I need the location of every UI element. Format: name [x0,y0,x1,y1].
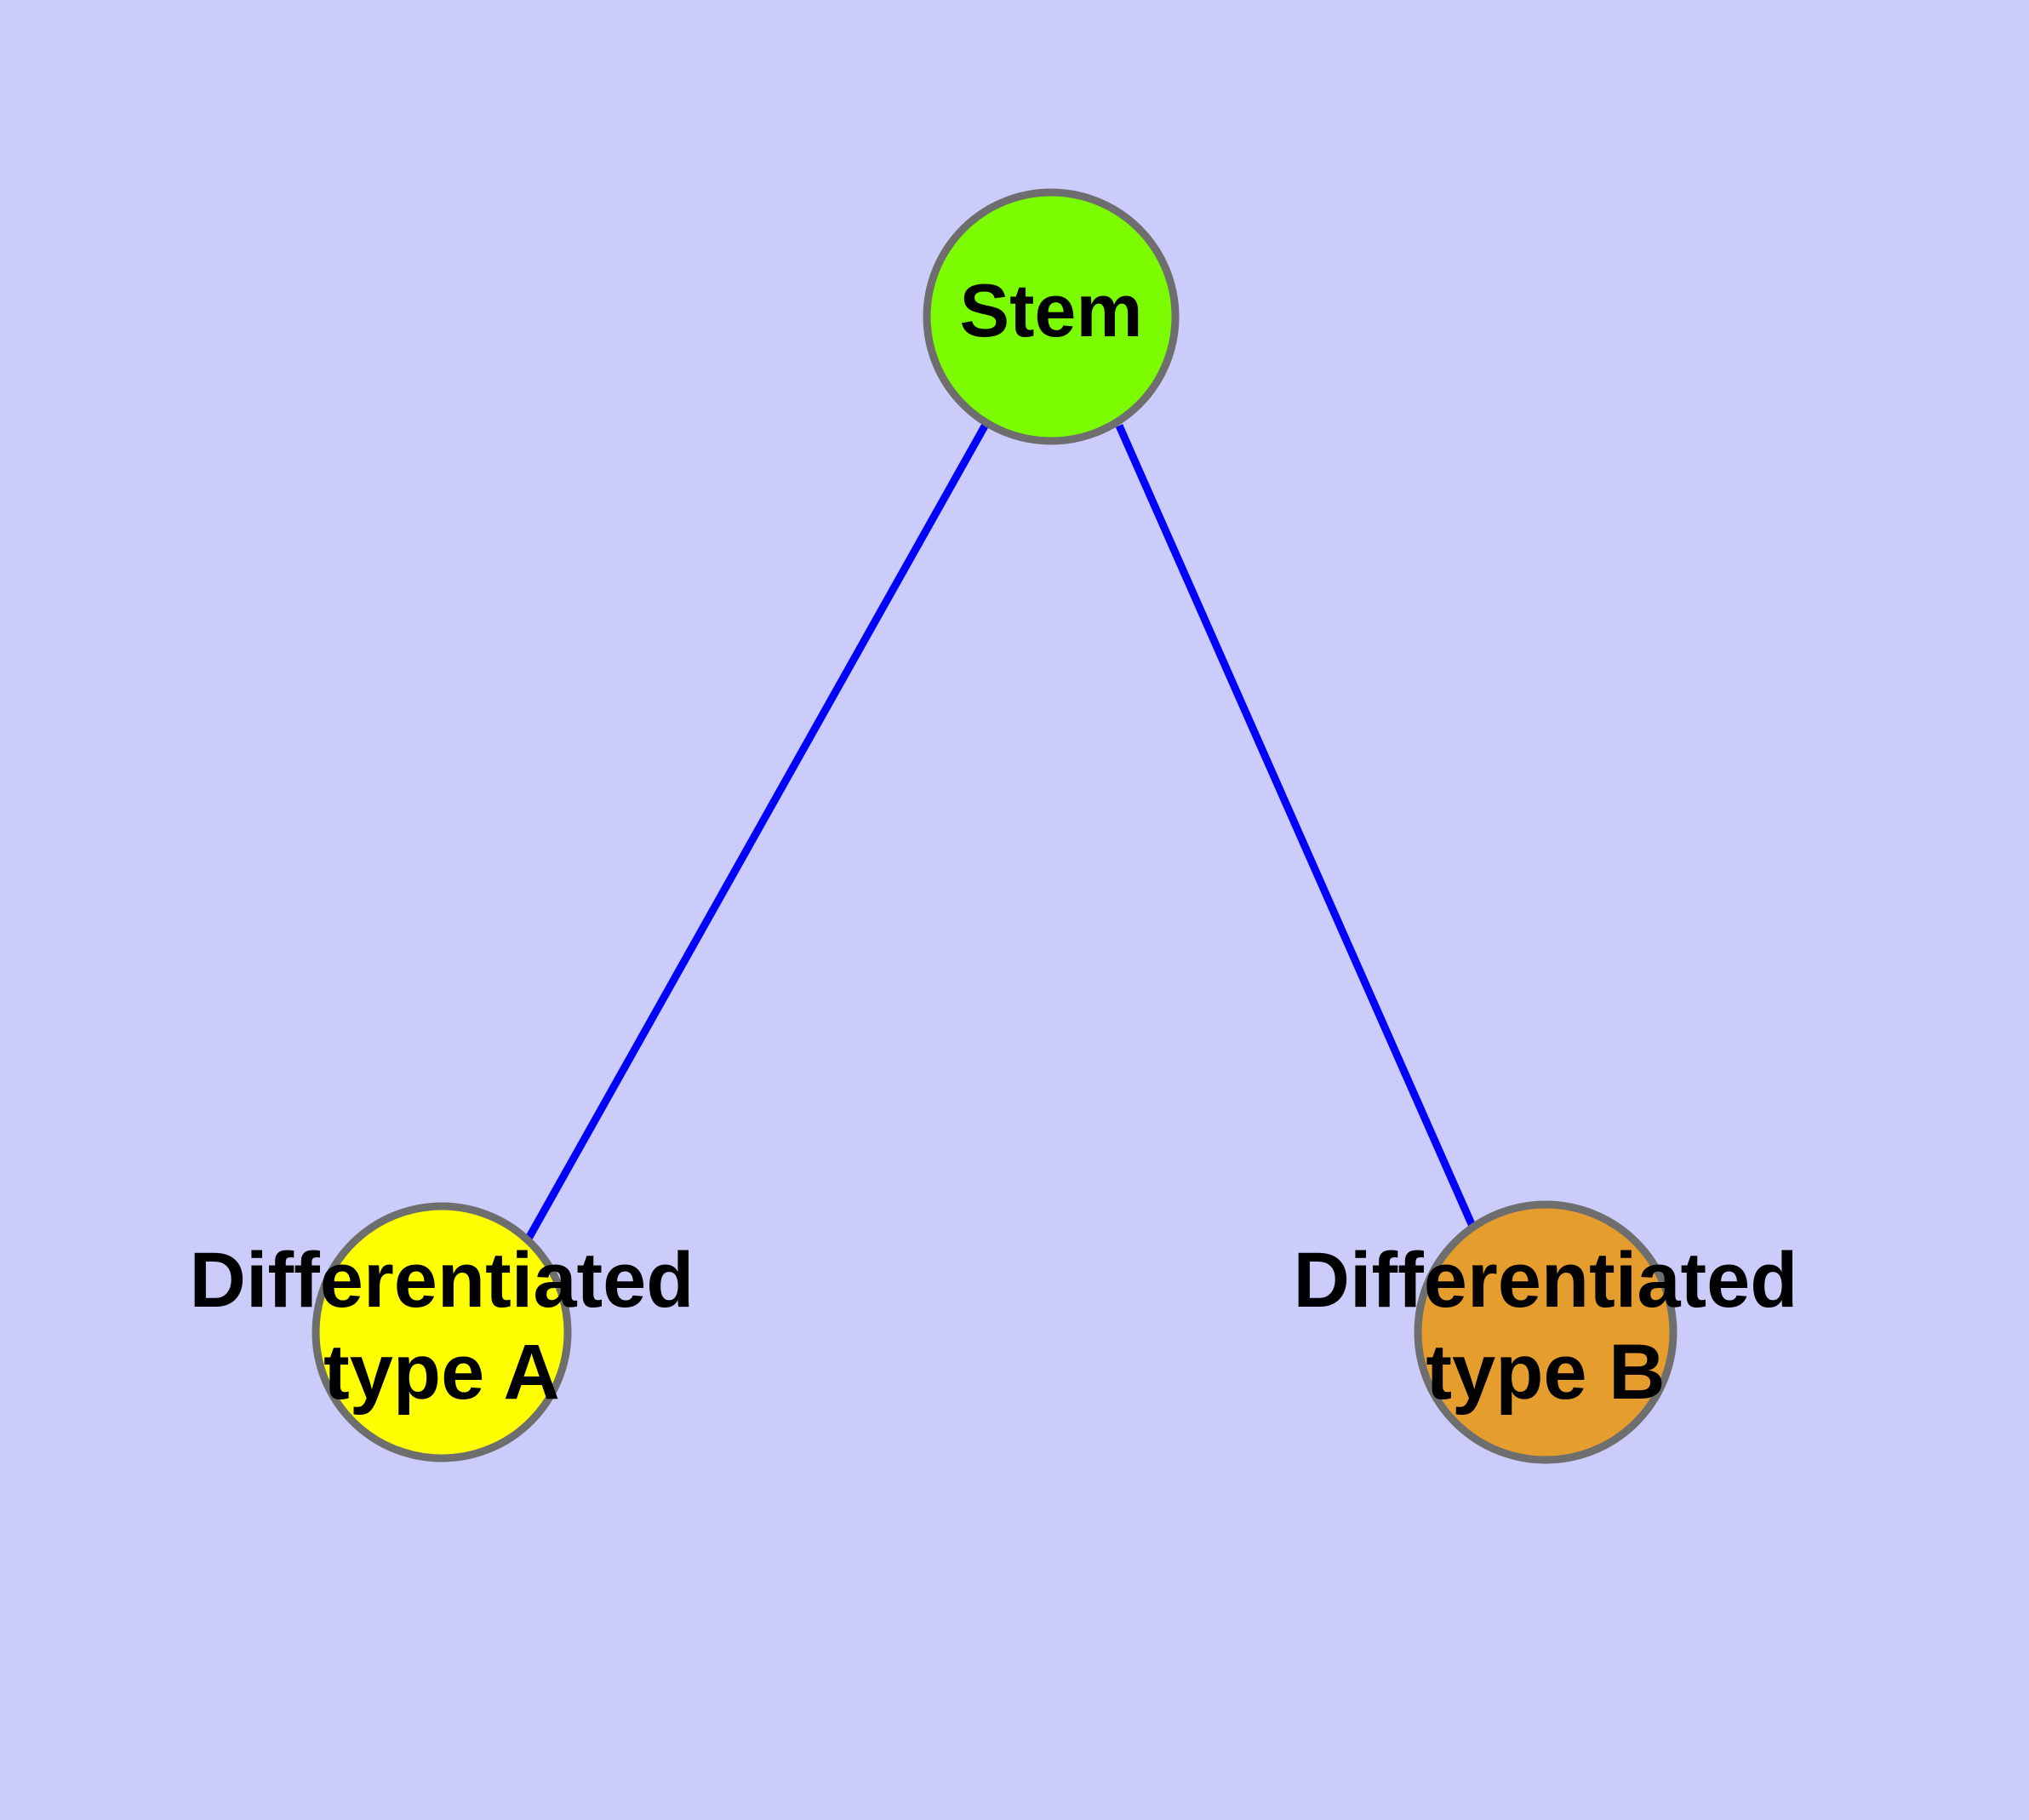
node-label-line: Differentiated [190,1237,694,1324]
node-layer [311,188,1677,1464]
edge-layer [522,421,1479,1247]
edge-stem-to-differentiated-type-b[interactable] [1115,424,1479,1233]
edge-stem-to-differentiated-type-a[interactable] [522,421,990,1247]
node-stem[interactable] [923,188,1180,445]
node-differentiated-type-b[interactable] [1414,1200,1677,1464]
node-label-line: Differentiated [1294,1237,1798,1324]
node-label-line: Stem [959,268,1142,352]
node-label-line: type A [323,1329,560,1416]
node-label-stem: Stem [959,268,1142,352]
node-label-line: type B [1426,1329,1665,1416]
node-differentiated-type-a[interactable] [311,1202,572,1462]
